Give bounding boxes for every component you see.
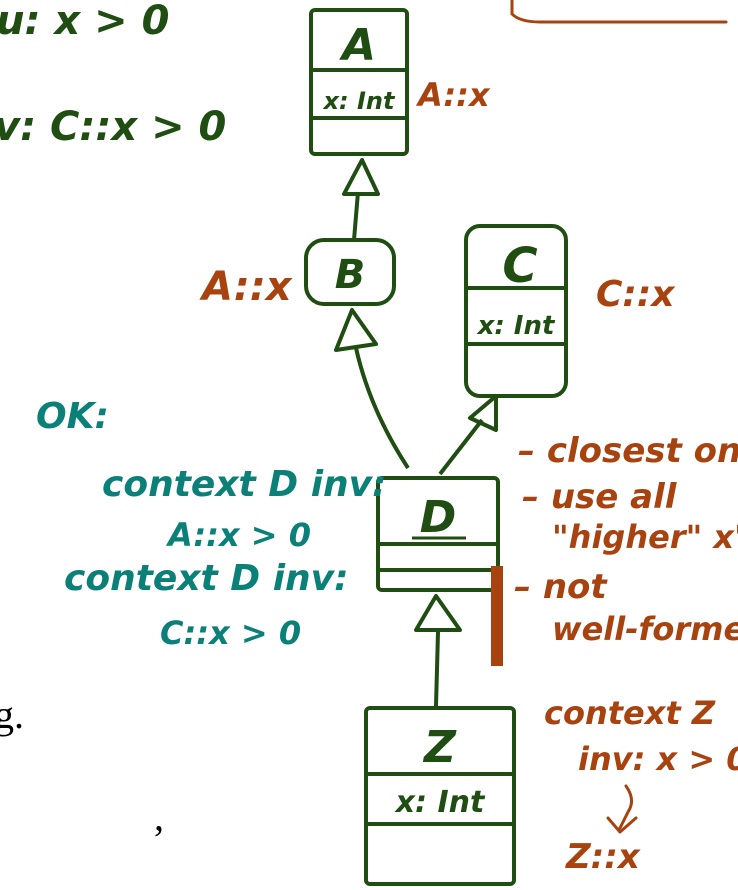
teal-context-1-expr: A::x > 0 bbox=[165, 516, 311, 554]
class-a-name: A bbox=[339, 20, 376, 71]
not-well-formed-marker bbox=[491, 566, 503, 666]
class-z-attr: x: Int bbox=[394, 785, 486, 820]
note-context-z-1: context Z bbox=[544, 694, 716, 732]
stray-g-dot: g. bbox=[0, 692, 24, 737]
edge-b-to-a bbox=[352, 191, 360, 241]
edge-d-to-b bbox=[354, 347, 410, 470]
note-not-wf-1: – not bbox=[514, 567, 608, 607]
edge-z-to-d bbox=[434, 631, 440, 707]
teal-context-2: context D inv: bbox=[64, 558, 349, 599]
note-context-z-2: inv: x > 0 bbox=[578, 740, 738, 778]
generalization-arrow-d bbox=[414, 594, 462, 632]
note-closest-one: – closest one bbox=[518, 431, 738, 471]
top-inv-line1: u: x > 0 bbox=[0, 0, 169, 44]
generalization-arrow-a bbox=[342, 158, 380, 196]
class-c-name: C bbox=[502, 238, 537, 294]
note-z-x: Z::x bbox=[565, 837, 641, 877]
note-not-wf-2: well-formed bbox=[552, 610, 738, 648]
class-b-name: B bbox=[335, 252, 366, 298]
class-z-box bbox=[364, 706, 516, 886]
class-z: Z x: Int bbox=[364, 706, 516, 886]
class-b-box bbox=[304, 238, 396, 306]
class-a-box bbox=[309, 8, 409, 156]
c-attr-note: C::x bbox=[596, 274, 676, 315]
a-attr-note: A::x bbox=[415, 76, 491, 114]
teal-context-1: context D inv: bbox=[102, 464, 387, 505]
generalization-arrow-c bbox=[468, 394, 498, 432]
class-z-name: Z bbox=[422, 722, 457, 773]
class-c-attr: x: Int bbox=[476, 311, 556, 341]
teal-ok: OK: bbox=[36, 396, 109, 437]
generalization-arrow-b bbox=[334, 308, 378, 352]
class-a-attr: x: Int bbox=[323, 87, 396, 115]
note-implies-arrow bbox=[606, 784, 638, 834]
class-d-box bbox=[376, 476, 500, 592]
class-d-name: D bbox=[420, 492, 457, 543]
stray-comma: , bbox=[154, 794, 164, 839]
class-a: A x: Int bbox=[309, 8, 409, 156]
class-b: B bbox=[304, 238, 396, 306]
b-attr-note: A::x bbox=[199, 264, 293, 310]
note-use-all-2: "higher" x's bbox=[552, 518, 738, 556]
class-d: D bbox=[376, 476, 500, 592]
note-use-all-1: – use all bbox=[522, 477, 678, 517]
top-right-bracket bbox=[510, 0, 728, 24]
teal-context-2-expr: C::x > 0 bbox=[160, 614, 301, 652]
class-c-box bbox=[464, 224, 568, 398]
top-inv-line2: v: C::x > 0 bbox=[0, 104, 226, 150]
edge-d-to-c bbox=[438, 418, 484, 476]
class-c: C x: Int bbox=[464, 224, 568, 398]
